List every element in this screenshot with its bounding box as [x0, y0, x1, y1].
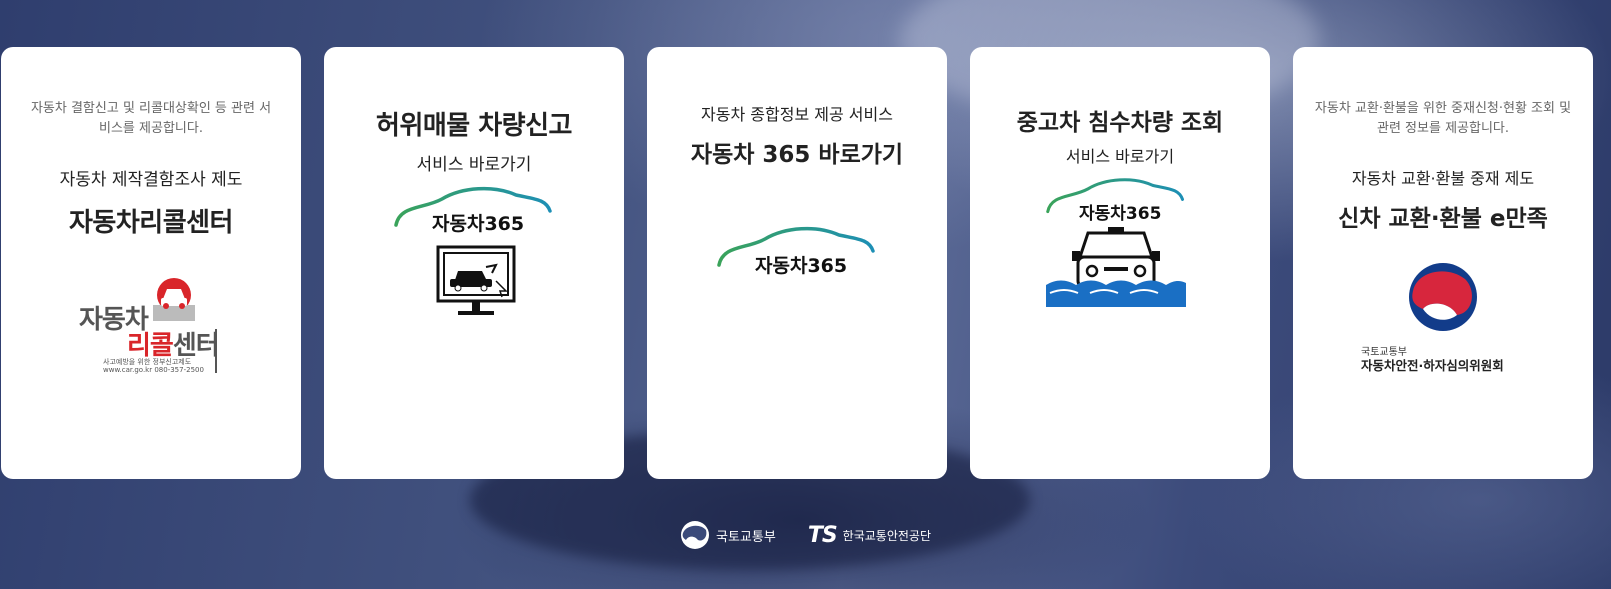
card-subtitle: 서비스 바로가기 — [1065, 147, 1175, 166]
card-subtitle: 자동차 종합정보 제공 서비스 — [701, 105, 893, 124]
card-subtitle: 서비스 바로가기 — [416, 155, 532, 175]
flooded-car-icon — [1046, 227, 1186, 307]
ts-mark: TS — [807, 522, 838, 548]
kotsa-name: 한국교통안전공단 — [842, 528, 931, 543]
recall-center-logo: 자동차 리콜센터 사고예방을 위한 정부신고제도 www.car.go.kr 0… — [79, 277, 229, 377]
footer-logos: 국토교통부 TS 한국교통안전공단 — [0, 520, 1611, 550]
molit-emblem-icon — [681, 521, 709, 549]
monitor-car-icon — [436, 245, 516, 315]
card-false-listing-report[interactable]: 허위매물 차량신고 서비스 바로가기 자동차365 — [324, 47, 624, 479]
card-title: 자동차 365 바로가기 — [690, 142, 904, 168]
car365-swoosh-icon — [1046, 178, 1185, 214]
car365-text: 자동차365 — [1079, 204, 1162, 224]
committee-ministry: 국토교통부 — [1361, 347, 1407, 358]
card-title: 신차 교환·환불 e만족 — [1338, 206, 1548, 232]
molit-logo-link[interactable]: 국토교통부 — [680, 520, 776, 550]
card-subtitle: 자동차 제작결함조사 제도 — [59, 170, 243, 190]
car365-swoosh-icon — [717, 226, 875, 267]
card-new-car-exchange-refund[interactable]: 자동차 교환·환불을 위한 중재신청·현황 조회 및 관련 정보를 제공합니다.… — [1293, 47, 1593, 479]
car365-logo: 자동차365 — [394, 185, 554, 325]
recall-logo-line2: 리콜 — [127, 331, 174, 361]
car365-logo: 자동차365 — [1046, 175, 1196, 315]
taegeuk-emblem-icon — [1409, 263, 1477, 331]
car365-text: 자동차365 — [755, 255, 848, 277]
card-car365[interactable]: 자동차 종합정보 제공 서비스 자동차 365 바로가기 자동차365 — [647, 47, 947, 479]
recall-logo-small1: 사고예방을 위한 정부신고제도 — [103, 358, 192, 366]
card-subtitle: 자동차 교환·환불 중재 제도 — [1351, 169, 1535, 188]
car365-logo: 자동차365 — [717, 225, 877, 285]
card-flooded-vehicle-lookup[interactable]: 중고차 침수차량 조회 서비스 바로가기 자동차365 — [970, 47, 1270, 479]
service-cards: 자동차 결함신고 및 리콜대상확인 등 관련 서비스를 제공합니다. 자동차 제… — [0, 47, 1611, 479]
car365-text: 자동차365 — [432, 213, 525, 235]
card-recall-center[interactable]: 자동차 결함신고 및 리콜대상확인 등 관련 서비스를 제공합니다. 자동차 제… — [1, 47, 301, 479]
recall-logo-line1: 자동차 — [79, 305, 149, 335]
molit-name: 국토교통부 — [716, 529, 776, 545]
card-title: 자동차리콜센터 — [69, 208, 233, 238]
kotsa-logo-link[interactable]: TS 한국교통안전공단 — [808, 523, 931, 548]
car365-swoosh-icon — [394, 186, 552, 227]
card-description: 자동차 결함신고 및 리콜대상확인 등 관련 서비스를 제공합니다. — [30, 101, 272, 136]
recall-logo-small2: www.car.go.kr 080-357-2500 — [103, 366, 204, 374]
car-siren-icon — [153, 278, 195, 321]
recall-logo-line3: 센터 — [172, 331, 220, 361]
recall-logo-bar — [215, 329, 217, 373]
safety-committee-logo: 국토교통부 자동차안전·하자심의위원회 — [1361, 261, 1541, 381]
committee-name: 자동차안전·하자심의위원회 — [1361, 358, 1504, 373]
card-title: 허위매물 차량신고 — [376, 111, 572, 141]
card-title: 중고차 침수차량 조회 — [1016, 110, 1224, 136]
card-description: 자동차 교환·환불을 위한 중재신청·현황 조회 및 관련 정보를 제공합니다. — [1314, 101, 1572, 136]
